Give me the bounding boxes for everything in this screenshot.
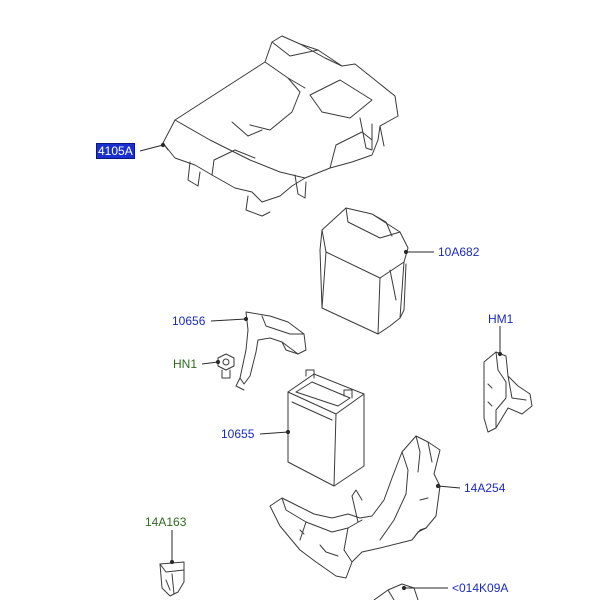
part-label-HN1[interactable]: HN1: [173, 357, 198, 371]
part-4105A-cover[interactable]: [162, 35, 399, 217]
leader-HN1: [201, 361, 219, 365]
leader-10655: [259, 431, 289, 435]
part-10655-battery[interactable]: [287, 369, 365, 487]
part-label-HM1[interactable]: HM1: [488, 312, 514, 326]
part-label-14A163[interactable]: 14A163: [145, 515, 187, 529]
leader-10656: [210, 318, 247, 322]
part-10A682-box[interactable]: [319, 207, 409, 335]
leader-lines: [139, 142, 503, 591]
part-14A254-tray[interactable]: [269, 435, 441, 579]
part-label-4105A[interactable]: 4105A: [96, 143, 135, 159]
leader-dot-10656: [243, 316, 249, 322]
part-label-14A254[interactable]: 14A254: [464, 481, 506, 495]
part-14A163-clip[interactable]: [159, 561, 185, 597]
leader-dot-014K09A: [401, 585, 407, 591]
part-HM1-bracket[interactable]: [483, 351, 533, 433]
part-label-10655[interactable]: 10655: [221, 427, 255, 441]
leader-4105A: [139, 144, 164, 152]
leader-dot-4105A: [160, 142, 166, 148]
leader-dot-10A682: [403, 249, 409, 255]
part-10656-bracket[interactable]: [235, 311, 307, 391]
part-label-10A682[interactable]: 10A682: [438, 245, 480, 259]
leader-dot-14A163: [169, 559, 175, 565]
part-label-10656[interactable]: 10656: [172, 314, 206, 328]
leader-14A254: [437, 485, 461, 489]
leader-dot-10655: [285, 429, 291, 435]
part-014K09A[interactable]: [373, 583, 419, 600]
leader-dot-14A254: [435, 483, 441, 489]
leader-dot-HM1: [497, 351, 503, 357]
part-HN1-nut[interactable]: [217, 353, 235, 379]
leader-dot-HN1: [215, 359, 221, 365]
part-label-014K09A[interactable]: <014K09A: [452, 581, 509, 595]
